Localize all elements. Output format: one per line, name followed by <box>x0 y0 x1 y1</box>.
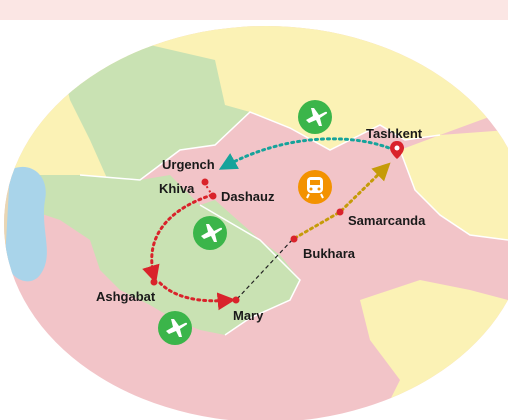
city-label-ashgabat: Ashgabat <box>96 289 156 304</box>
route-train-bukhara-tashkent <box>293 162 391 240</box>
airplane-icon <box>298 100 332 134</box>
city-label-dashauz: Dashauz <box>221 189 275 204</box>
city-dot-ashgabat <box>150 278 158 286</box>
caspian-sea <box>5 166 47 282</box>
city-dot-urgench <box>201 178 209 186</box>
border-line-3 <box>399 149 508 241</box>
route-flight-ashgabat-mary <box>158 281 236 311</box>
route-flight-tashkent-urgench <box>218 137 396 170</box>
city-dot-samarcanda <box>336 208 344 216</box>
top-banner <box>0 0 508 20</box>
border-line <box>79 111 441 181</box>
city-label-khiva: Khiva <box>159 181 195 196</box>
route-flight-dashauz-ashgabat <box>142 193 214 284</box>
city-dot-dashauz <box>209 192 217 200</box>
city-dots <box>150 178 344 304</box>
routes <box>142 137 396 311</box>
city-label-urgench: Urgench <box>162 157 215 172</box>
train-icon <box>298 170 332 204</box>
map-area <box>4 26 508 420</box>
location-pin-icon <box>390 141 404 159</box>
city-label-bukhara: Bukhara <box>303 246 356 261</box>
city-label-samarcanda: Samarcanda <box>348 213 426 228</box>
city-dot-mary <box>232 296 240 304</box>
city-label-tashkent: Tashkent <box>366 126 423 141</box>
city-dot-bukhara <box>290 235 298 243</box>
region-uzbekistan-west <box>60 45 250 185</box>
city-label-mary: Mary <box>233 308 264 323</box>
border-line-2 <box>199 204 301 336</box>
airplane-icon <box>193 216 227 250</box>
airplane-icon <box>158 311 192 345</box>
region-east <box>400 130 508 240</box>
